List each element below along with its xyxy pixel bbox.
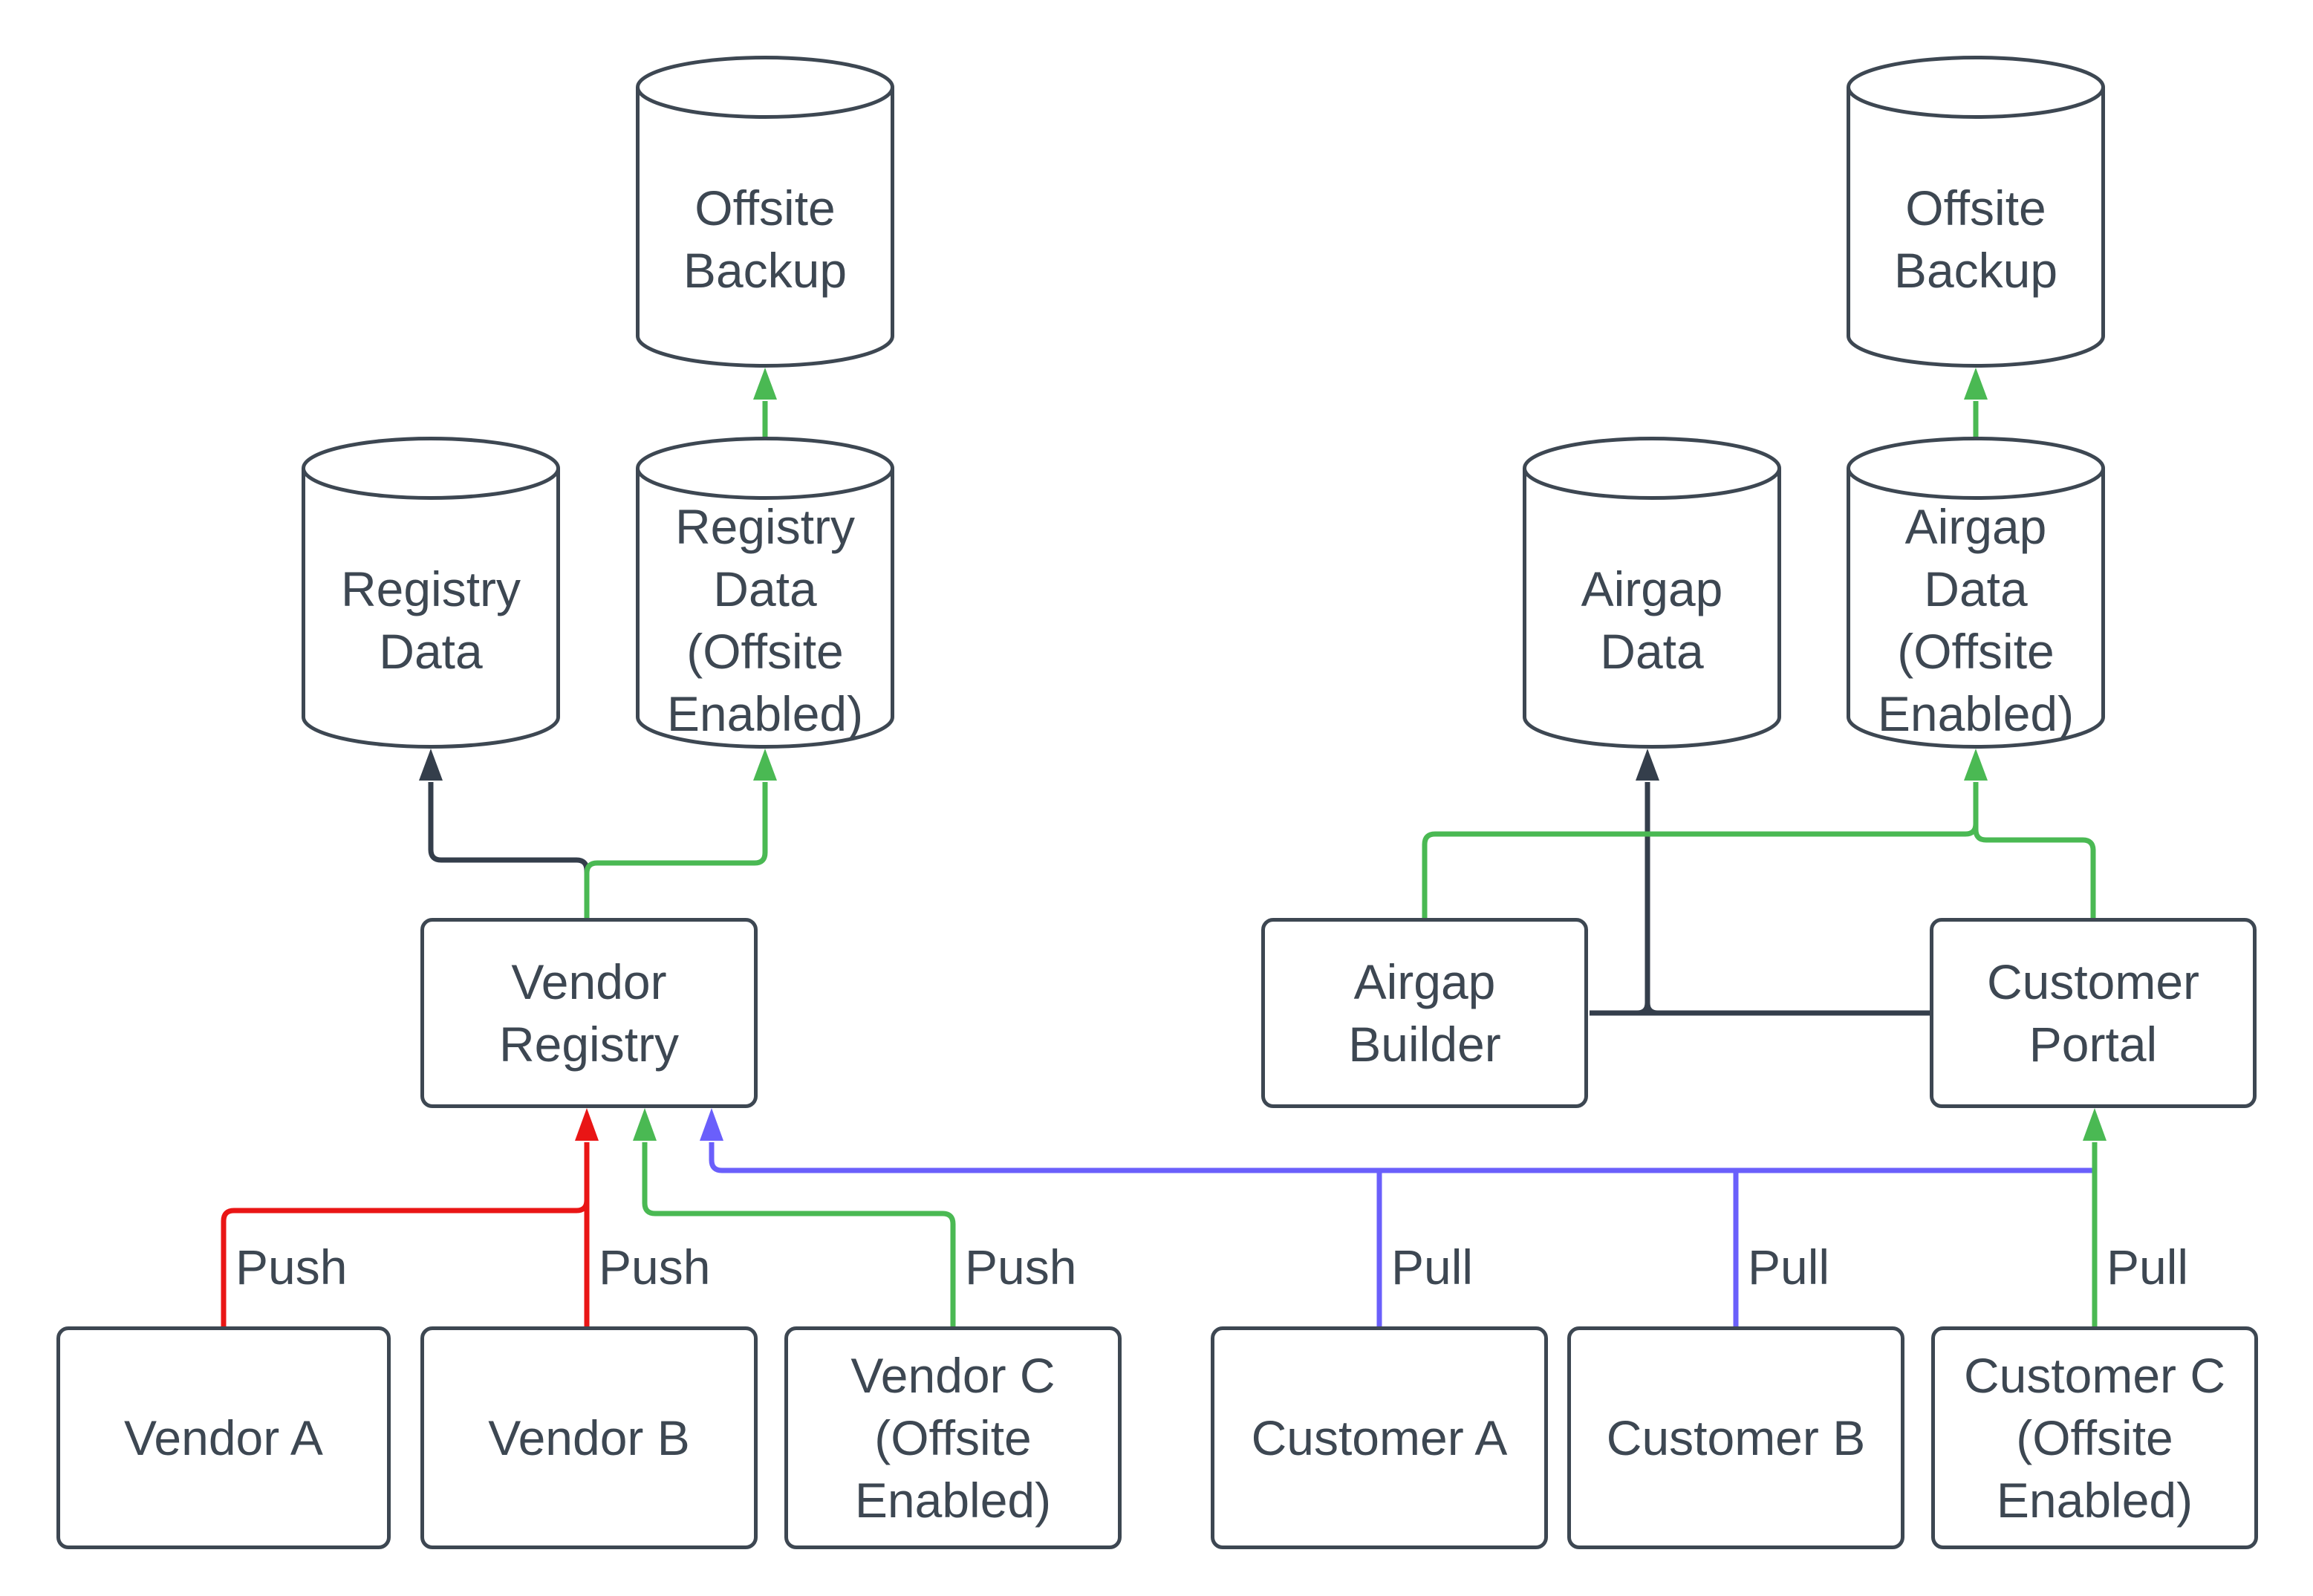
edge-fillet-right — [1645, 1002, 1659, 1016]
arrowhead-vendor-registry-blue — [700, 1108, 723, 1141]
edge-vendor-registry-to-registry-data — [428, 782, 590, 918]
node-label: Offsite Backup — [683, 180, 848, 298]
edge-label-push-b: Push — [599, 1240, 711, 1294]
node-offsite-backup-left: Offsite Backup — [636, 56, 894, 368]
edge-label-push-c: Push — [965, 1240, 1077, 1294]
edge-vendor-c-push — [642, 1142, 956, 1326]
node-label: Customer Portal — [1986, 954, 2200, 1072]
node-vendor-registry: Vendor Registry — [420, 918, 758, 1108]
node-airgap-data-offsite: Airgap Data (Offsite Enabled) — [1847, 437, 2105, 749]
database-cylinder-shape — [1523, 437, 1781, 749]
node-offsite-backup-right: Offsite Backup — [1847, 56, 2105, 368]
database-cylinder-shape — [302, 437, 560, 749]
arrowhead-airgap-data-offsite — [1964, 749, 1988, 781]
node-customer-portal: Customer Portal — [1930, 918, 2257, 1108]
arrowhead-offsite-backup-right — [1964, 368, 1988, 400]
arrowhead-registry-data — [419, 749, 443, 781]
node-label: Vendor Registry — [498, 954, 680, 1072]
node-label: Airgap Data — [1581, 561, 1723, 679]
arrowhead-customer-portal — [2083, 1108, 2107, 1141]
node-airgap-builder: Airgap Builder — [1261, 918, 1588, 1108]
arrowhead-vendor-registry-green — [633, 1108, 657, 1141]
node-vendor-a: Vendor A — [56, 1326, 391, 1549]
node-label: Customer C (Offsite Enabled) — [1963, 1348, 2226, 1528]
node-label: Vendor C (Offsite Enabled) — [850, 1348, 1055, 1528]
node-registry-data-offsite: Registry Data (Offsite Enabled) — [636, 437, 894, 749]
node-vendor-c-offsite: Vendor C (Offsite Enabled) — [784, 1326, 1122, 1549]
node-customer-a: Customer A — [1211, 1326, 1548, 1549]
node-label: Registry Data (Offsite Enabled) — [666, 499, 864, 741]
database-cylinder-shape — [1847, 56, 2105, 368]
node-registry-data: Registry Data — [302, 437, 560, 749]
edge-customer-portal-to-airgap-data-offsite — [1973, 782, 2096, 918]
edge-label-pull-c: Pull — [2107, 1240, 2189, 1294]
node-label: Vendor B — [488, 1410, 690, 1465]
node-label: Airgap Builder — [1348, 954, 1501, 1072]
arrowhead-offsite-backup-left — [753, 368, 777, 400]
database-cylinder-shape — [1847, 437, 2105, 749]
node-vendor-b: Vendor B — [420, 1326, 758, 1549]
node-customer-b: Customer B — [1567, 1326, 1904, 1549]
database-cylinder-shape — [636, 437, 894, 749]
database-cylinder-shape — [636, 56, 894, 368]
node-label: Offsite Backup — [1893, 180, 2058, 298]
edge-label-pull-b: Pull — [1748, 1240, 1830, 1294]
node-label: Customer A — [1251, 1410, 1508, 1465]
edge-vendor-registry-to-registry-data-offsite — [584, 782, 768, 918]
node-customer-c-offsite: Customer C (Offsite Enabled) — [1931, 1326, 2258, 1549]
node-label: Registry Data — [340, 561, 521, 679]
edge-airgap-builder-to-airgap-data-offsite — [1422, 782, 1979, 918]
node-label: Airgap Data (Offsite Enabled) — [1877, 499, 2075, 741]
edge-label-pull-a: Pull — [1391, 1240, 1474, 1294]
node-airgap-data: Airgap Data — [1523, 437, 1781, 749]
node-label: Customer B — [1606, 1410, 1866, 1465]
arrowhead-registry-data-offsite — [753, 749, 777, 781]
arrowhead-airgap-data — [1636, 749, 1659, 781]
node-label: Vendor A — [124, 1410, 323, 1465]
arrowhead-vendor-registry-red — [575, 1108, 599, 1141]
edge-customer-portal-to-vendor-registry — [709, 1142, 2095, 1173]
edge-label-push-a: Push — [235, 1240, 348, 1294]
